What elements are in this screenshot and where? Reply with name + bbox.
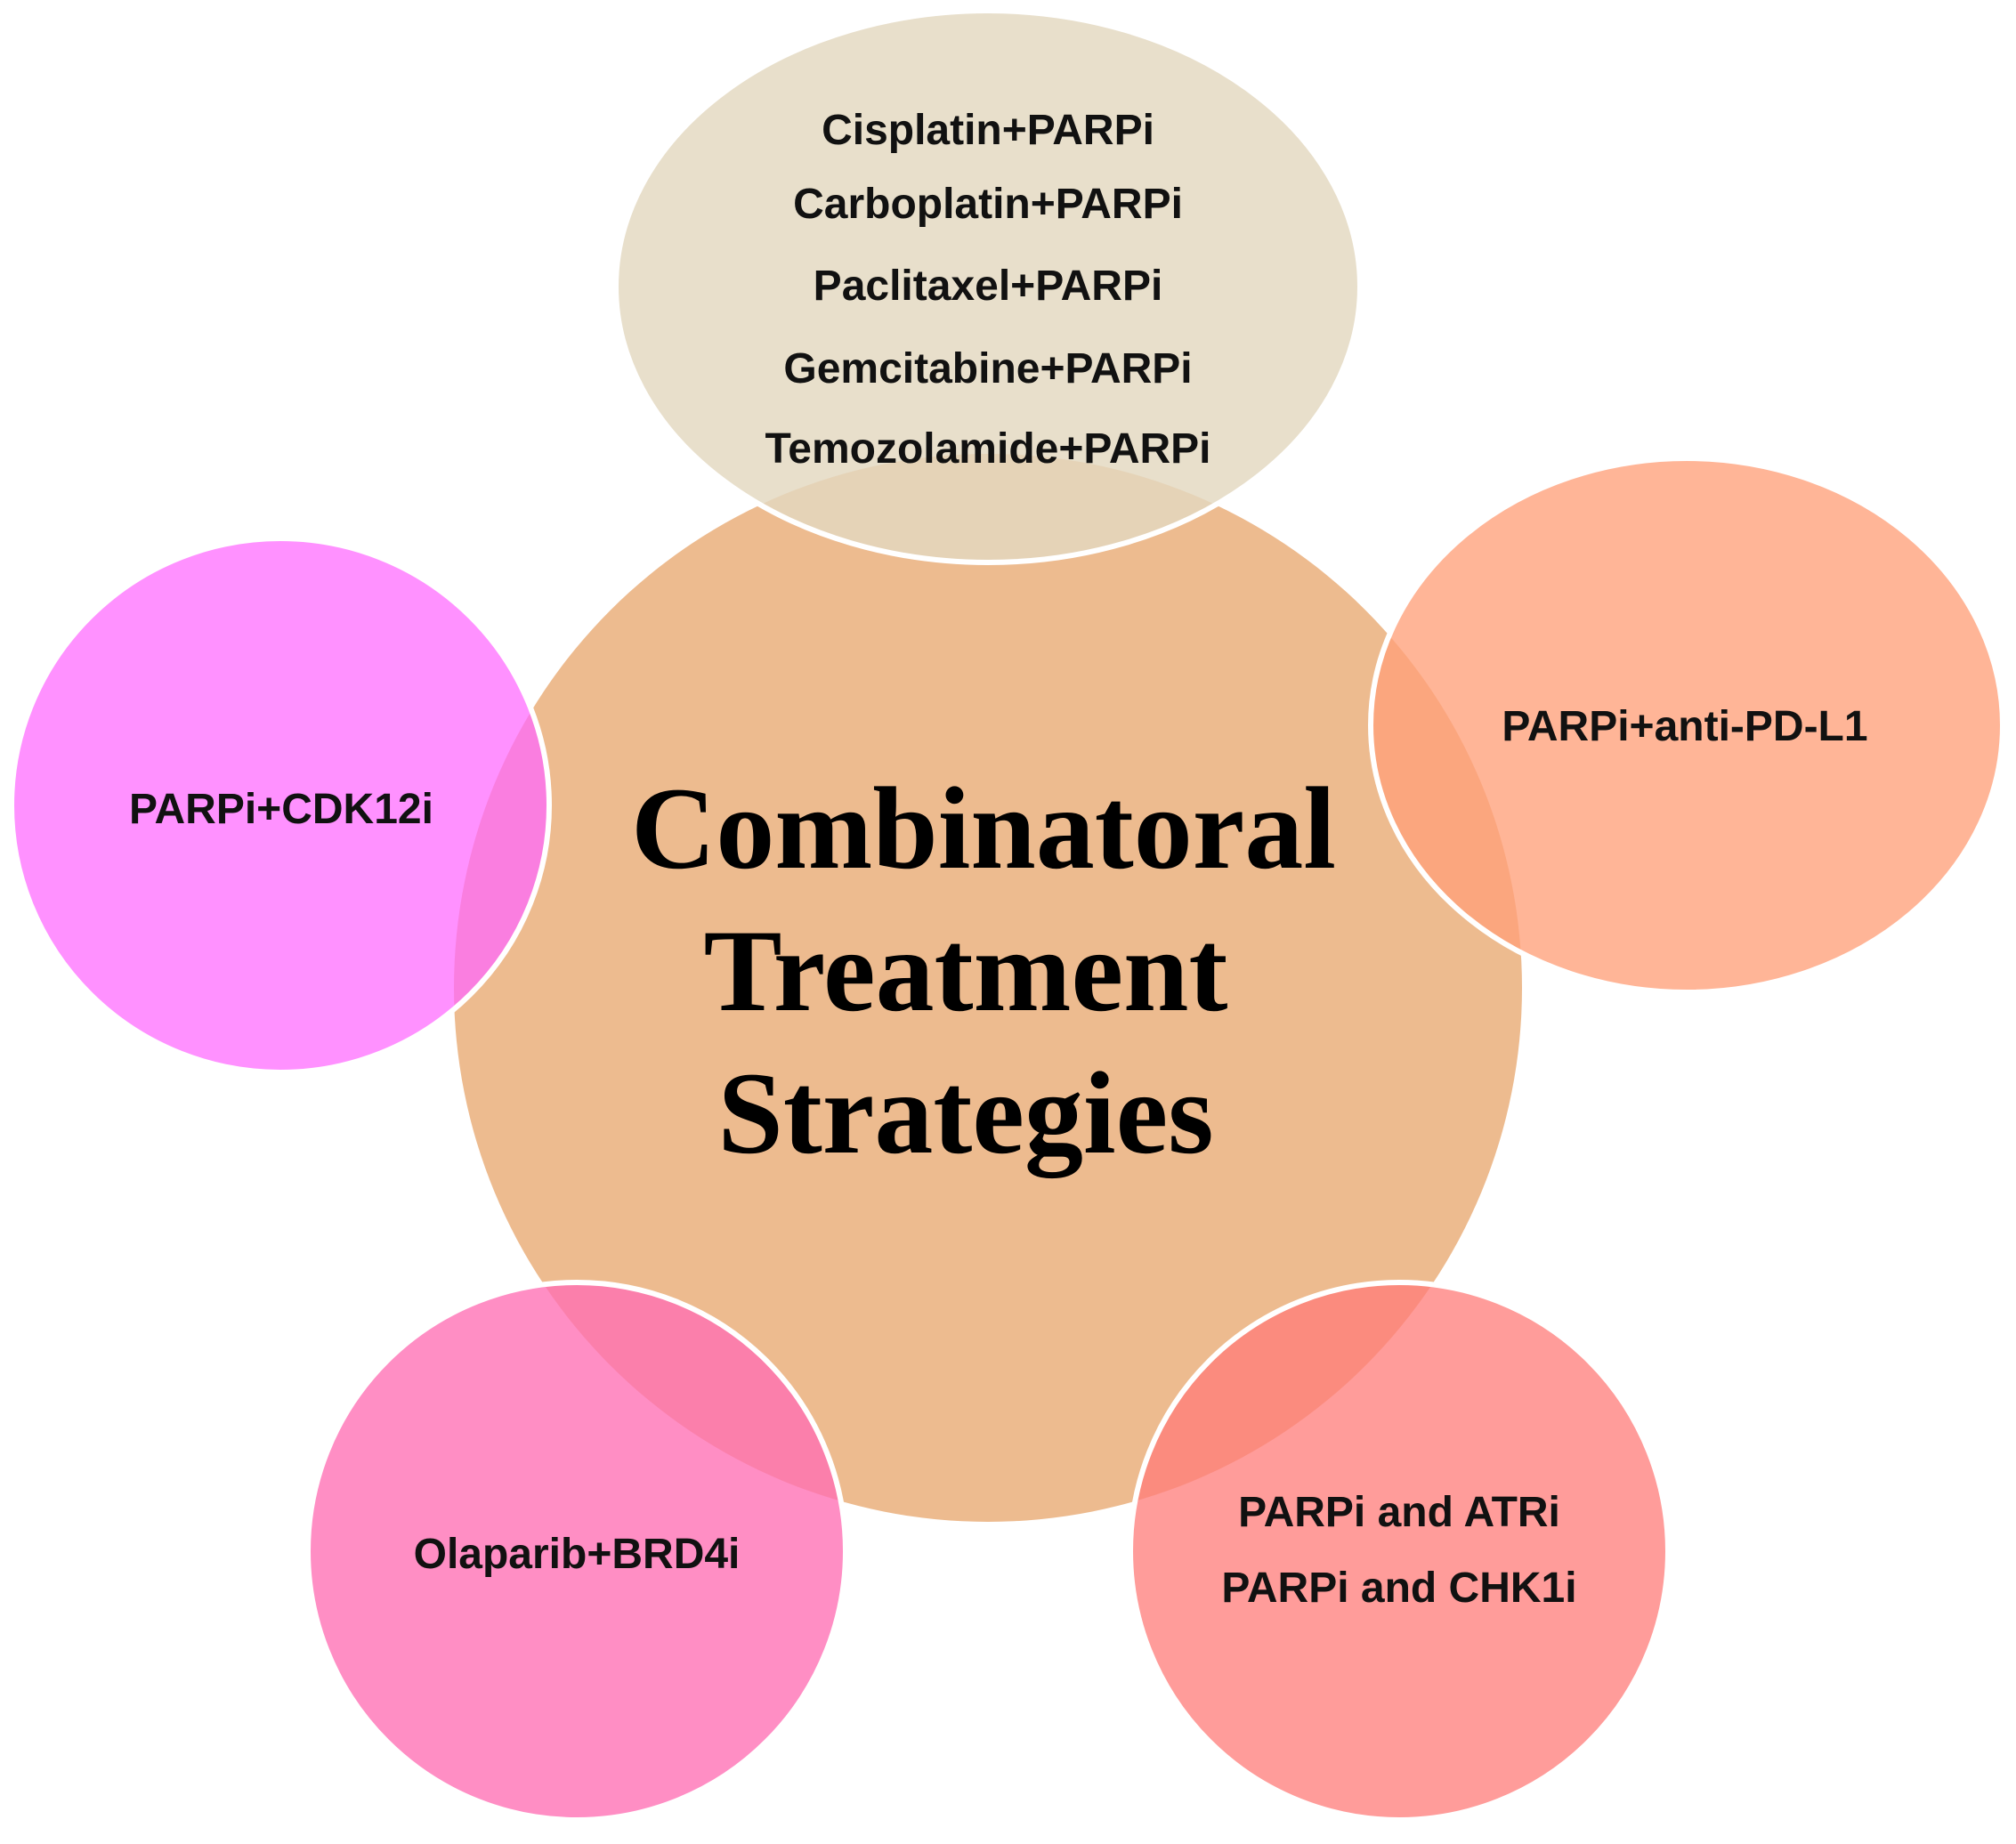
center-title-line-1: Combinatoral — [631, 763, 1336, 894]
left-label: PARPi+CDK12i — [129, 786, 433, 833]
top-line-1: Cisplatin+PARPi — [822, 107, 1154, 154]
bottom-right-line-2: PARPi and CHK1i — [1221, 1565, 1576, 1612]
top-ellipse — [613, 8, 1363, 565]
bottom-right-line-1: PARPi and ATRi — [1238, 1489, 1560, 1536]
bottom-left-circle — [305, 1280, 848, 1823]
top-line-5: Temozolamide+PARPi — [765, 425, 1211, 473]
center-circle — [454, 454, 1522, 1522]
top-line-3: Paclitaxel+PARPi — [814, 263, 1163, 310]
center-title-line-3: Strategies — [717, 1047, 1213, 1178]
left-circle — [9, 536, 552, 1075]
bottom-left-label: Olaparib+BRD4i — [414, 1531, 741, 1578]
top-line-2: Carboplatin+PARPi — [793, 181, 1183, 228]
bottom-right-circle — [1128, 1280, 1671, 1823]
top-line-4: Gemcitabine+PARPi — [783, 345, 1192, 392]
right-label: PARPi+anti-PD-L1 — [1502, 703, 1867, 750]
right-circle — [1368, 456, 2005, 995]
center-title-line-2: Treatment — [704, 905, 1228, 1036]
